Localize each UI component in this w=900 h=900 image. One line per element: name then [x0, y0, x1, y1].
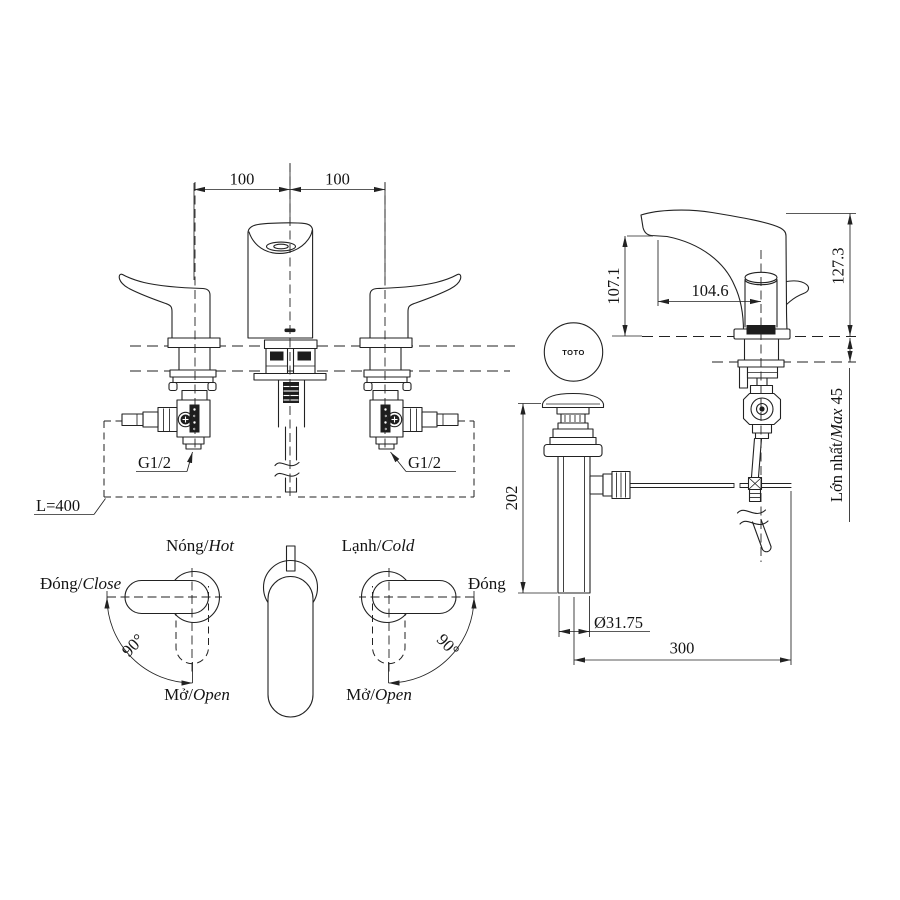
- cold-label: Lạnh/Cold: [342, 536, 415, 555]
- angle-left-label: 90°: [118, 630, 148, 660]
- hose-length-box: [103, 420, 475, 498]
- hose-length-callout: L=400: [34, 496, 106, 515]
- dim-127-label: 127.3: [829, 247, 848, 284]
- front-spout: [247, 222, 327, 493]
- open-left-label: Mở/Open: [164, 685, 230, 704]
- front-view: 100 100 G1/2 G1/2 L=400: [34, 163, 518, 515]
- dim-202-label: 202: [502, 486, 521, 511]
- dim-drain-length: 202: [502, 403, 557, 594]
- dim-rod-offset: 300: [573, 491, 792, 665]
- dim-hole-spacing: 100 100: [193, 164, 386, 280]
- dim-diameter-label: Ø31.75: [594, 613, 643, 632]
- operation-diagrams: Nóng/Hot Đóng/Close Mở/Open 90° Lạnh/Col…: [40, 536, 506, 718]
- hot-label: Nóng/Hot: [166, 536, 235, 555]
- close-right-label: Đóng: [468, 574, 506, 593]
- dim-deck-max: Lớn nhất/Max 45: [827, 338, 853, 522]
- side-view: TOTO: [502, 209, 856, 665]
- open-right-label: Mở/Open: [346, 685, 412, 704]
- dim-300-label: 300: [670, 639, 695, 658]
- dim-100-left-label: 100: [230, 170, 255, 189]
- deck-max-label: Lớn nhất/Max 45: [827, 388, 846, 502]
- angle-right-label: 90°: [433, 630, 463, 660]
- dim-spout-reach: 104.6: [657, 240, 761, 306]
- toto-logo: TOTO: [562, 348, 585, 357]
- g12-right-label: G1/2: [408, 453, 441, 472]
- hose-length-label: L=400: [36, 496, 80, 515]
- dim-107-label: 107.1: [604, 267, 623, 304]
- dim-100-right-label: 100: [325, 170, 350, 189]
- dim-104-label: 104.6: [691, 281, 728, 300]
- side-faucet: [640, 209, 810, 553]
- operation-dial-left: [107, 568, 222, 683]
- drain-plug-top-view: TOTO: [543, 322, 604, 382]
- dim-total-height: 127.3: [786, 213, 856, 336]
- front-handle-right: [359, 273, 462, 450]
- g12-left: G1/2: [136, 451, 193, 472]
- close-left-label: Đóng/Close: [40, 574, 122, 593]
- spout-top-view: [262, 545, 319, 718]
- front-handle-left: [118, 273, 221, 450]
- operation-dial-right: [359, 568, 474, 683]
- g12-right: G1/2: [390, 451, 456, 472]
- dim-spout-height: 107.1: [604, 235, 653, 336]
- dim-drain-diameter: Ø31.75: [558, 596, 650, 637]
- pop-up-drain: [541, 392, 792, 594]
- g12-left-label: G1/2: [138, 453, 171, 472]
